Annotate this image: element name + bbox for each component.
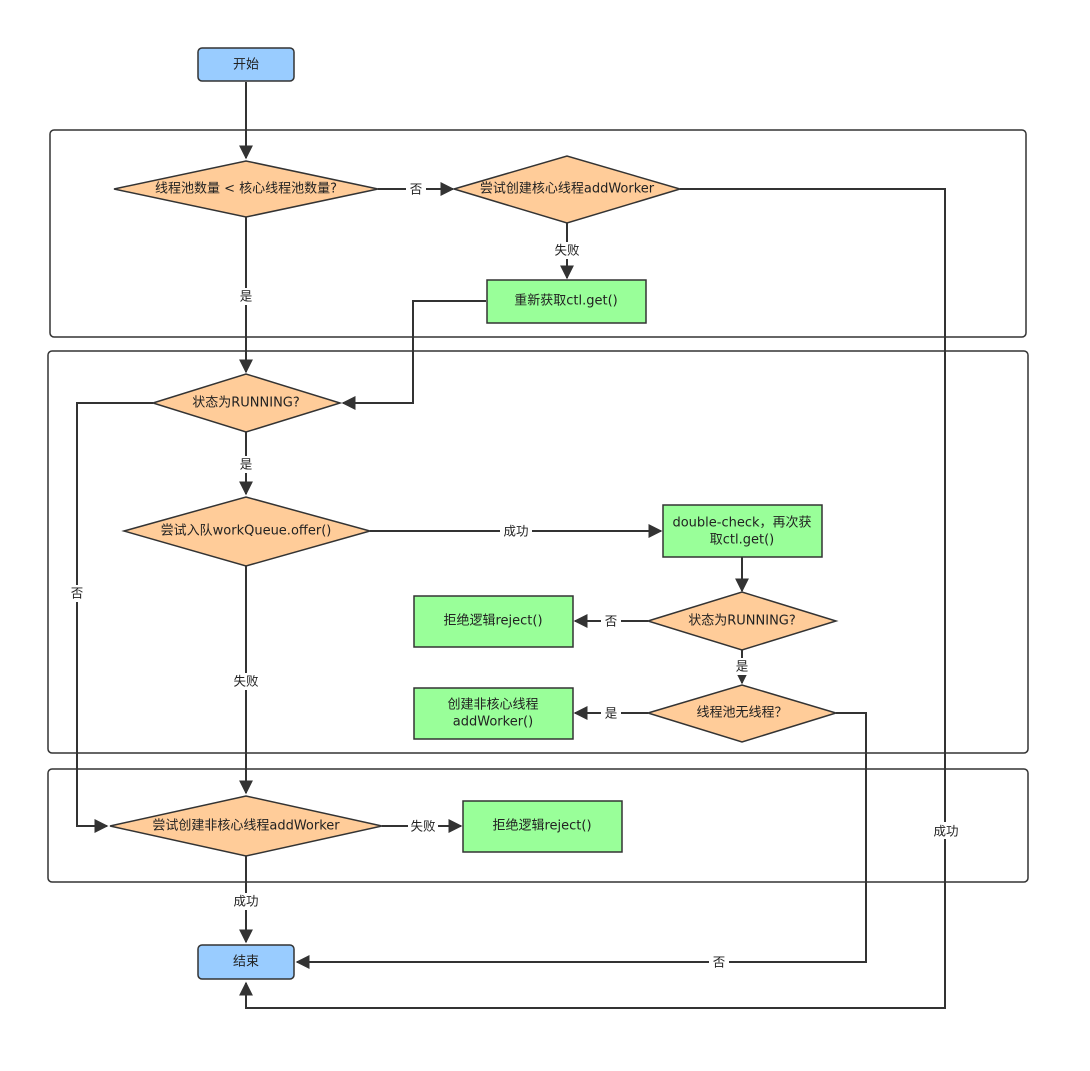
decision-add-noncore-worker: 尝试创建非核心线程addWorker — [109, 795, 383, 857]
svg-text:成功: 成功 — [503, 524, 528, 539]
svg-text:成功: 成功 — [233, 894, 258, 909]
edge-label-add-core-fail: 失败 — [553, 242, 581, 259]
noncore-thread-group — [47, 768, 1029, 883]
edge-label-noncore-success: 成功 — [231, 893, 261, 910]
edge-label-enqueue-fail: 失败 — [231, 673, 261, 690]
svg-text:是: 是 — [605, 706, 618, 721]
process-reget-ctl: 重新获取ctl.get() — [486, 279, 647, 324]
decision-core-count-label: 线程池数量 < 核心线程池数量? — [155, 182, 337, 197]
decision-running-1: 状态为RUNNING? — [150, 373, 343, 433]
edge-no-thread-no — [295, 712, 867, 969]
edge-label-running2-yes: 是 — [732, 658, 752, 675]
decision-enqueue: 尝试入队workQueue.offer() — [121, 496, 373, 567]
svg-text:否: 否 — [410, 182, 423, 197]
decision-no-thread: 线程池无线程？ — [645, 684, 839, 743]
svg-text:失败: 失败 — [410, 819, 436, 834]
edge-labels: 否 是 失败 成功 是 否 成功 失败 — [67, 181, 961, 971]
end-label: 结束 — [233, 955, 259, 970]
edge-label-running2-no: 否 — [601, 613, 621, 630]
start-node: 开始 — [197, 47, 295, 82]
process-reject-1: 拒绝逻辑reject() — [413, 595, 574, 648]
process-reject-1-label: 拒绝逻辑reject() — [443, 613, 542, 629]
process-double-check: double-check，再次获 取ctl.get() — [662, 504, 823, 558]
edge-label-running1-no: 否 — [67, 585, 87, 602]
svg-text:失败: 失败 — [233, 674, 259, 689]
queue-group — [47, 350, 1029, 754]
process-reject-2-label: 拒绝逻辑reject() — [492, 818, 591, 834]
decision-running-2: 状态为RUNNING? — [645, 591, 839, 651]
core-thread-group — [49, 129, 1027, 338]
decision-core-count: 线程池数量 < 核心线程池数量? — [113, 160, 379, 218]
edge-label-running1-yes: 是 — [236, 456, 256, 473]
edge-label-enqueue-success: 成功 — [500, 523, 532, 540]
decision-add-core-worker-label: 尝试创建核心线程addWorker — [480, 182, 655, 197]
edge-label-core-no: 否 — [406, 181, 426, 198]
edge-label-no-thread-no: 否 — [709, 954, 729, 971]
edge-add-core-success — [239, 188, 946, 1009]
start-label: 开始 — [233, 58, 259, 73]
decision-running-2-label: 状态为RUNNING? — [688, 614, 796, 629]
process-create-noncore-label-line2: addWorker() — [453, 715, 533, 730]
svg-text:是: 是 — [736, 659, 749, 674]
svg-text:否: 否 — [713, 955, 726, 970]
svg-text:是: 是 — [240, 289, 253, 304]
edge-label-core-yes: 是 — [236, 288, 256, 305]
decision-enqueue-label: 尝试入队workQueue.offer() — [161, 524, 332, 539]
svg-text:是: 是 — [240, 457, 253, 472]
process-create-noncore: 创建非核心线程 addWorker() — [413, 687, 574, 740]
decision-add-core-worker: 尝试创建核心线程addWorker — [451, 155, 683, 224]
decision-no-thread-label: 线程池无线程？ — [696, 706, 787, 721]
svg-text:否: 否 — [605, 614, 618, 629]
decision-add-noncore-worker-label: 尝试创建非核心线程addWorker — [152, 819, 340, 834]
nodes: 开始 线程池数量 < 核心线程池数量? 尝试创建核心线程addWorker 重新… — [109, 47, 839, 980]
decision-running-1-label: 状态为RUNNING? — [192, 396, 300, 411]
svg-text:失败: 失败 — [554, 243, 580, 258]
svg-text:成功: 成功 — [933, 824, 958, 839]
process-double-check-label-line1: double-check，再次获 — [672, 515, 811, 531]
edge-label-noncore-fail: 失败 — [408, 818, 438, 835]
edge-running1-no — [76, 402, 153, 833]
process-reject-2: 拒绝逻辑reject() — [462, 800, 623, 853]
edge-label-no-thread-yes: 是 — [601, 705, 621, 722]
process-reget-ctl-label: 重新获取ctl.get() — [514, 293, 617, 309]
svg-text:否: 否 — [71, 586, 84, 601]
end-node: 结束 — [197, 944, 295, 980]
process-create-noncore-label-line1: 创建非核心线程 — [447, 698, 538, 713]
edge-reget-to-running1 — [341, 300, 486, 410]
process-double-check-label-line2: 取ctl.get() — [710, 533, 774, 548]
edge-label-add-core-success: 成功 — [931, 822, 961, 839]
